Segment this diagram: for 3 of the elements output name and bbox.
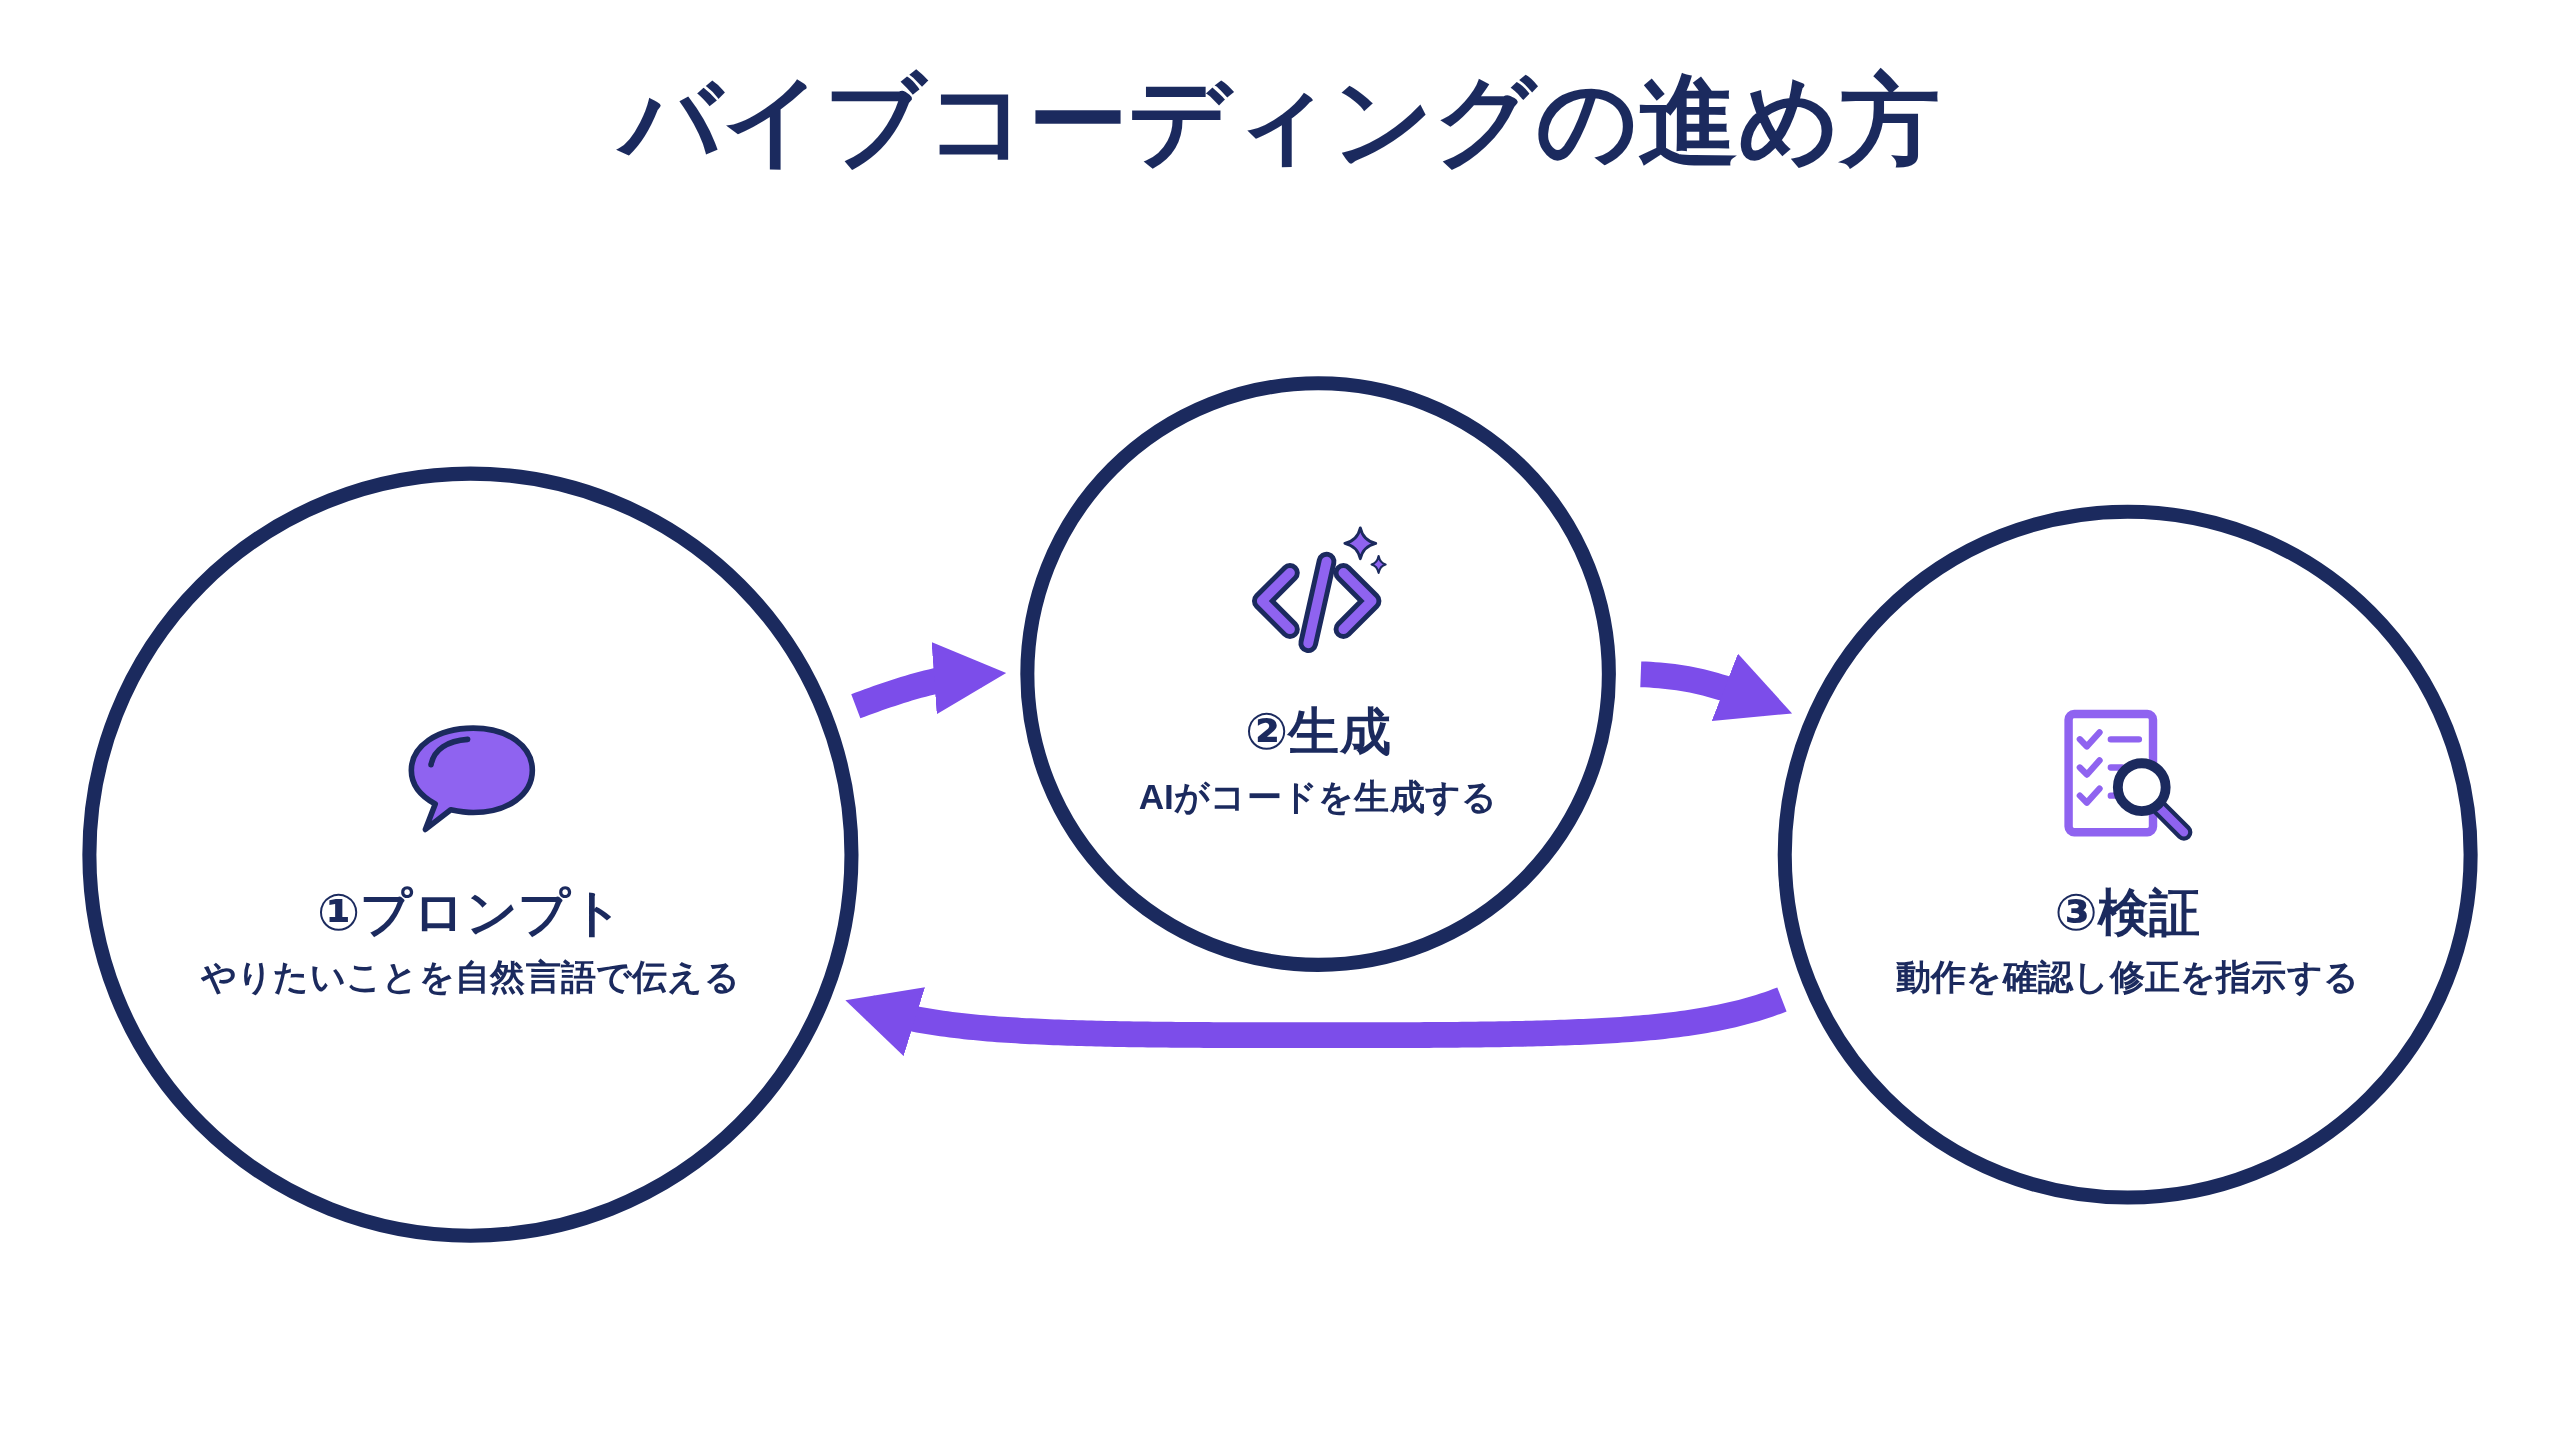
step-label: ②生成 AIがコードを生成する [1138,702,1498,819]
step-label: ①プロンプト やりたいことを自然言語で伝える [200,882,741,999]
step-label: ③検証 動作を確認し修正を指示する [1896,882,2360,999]
